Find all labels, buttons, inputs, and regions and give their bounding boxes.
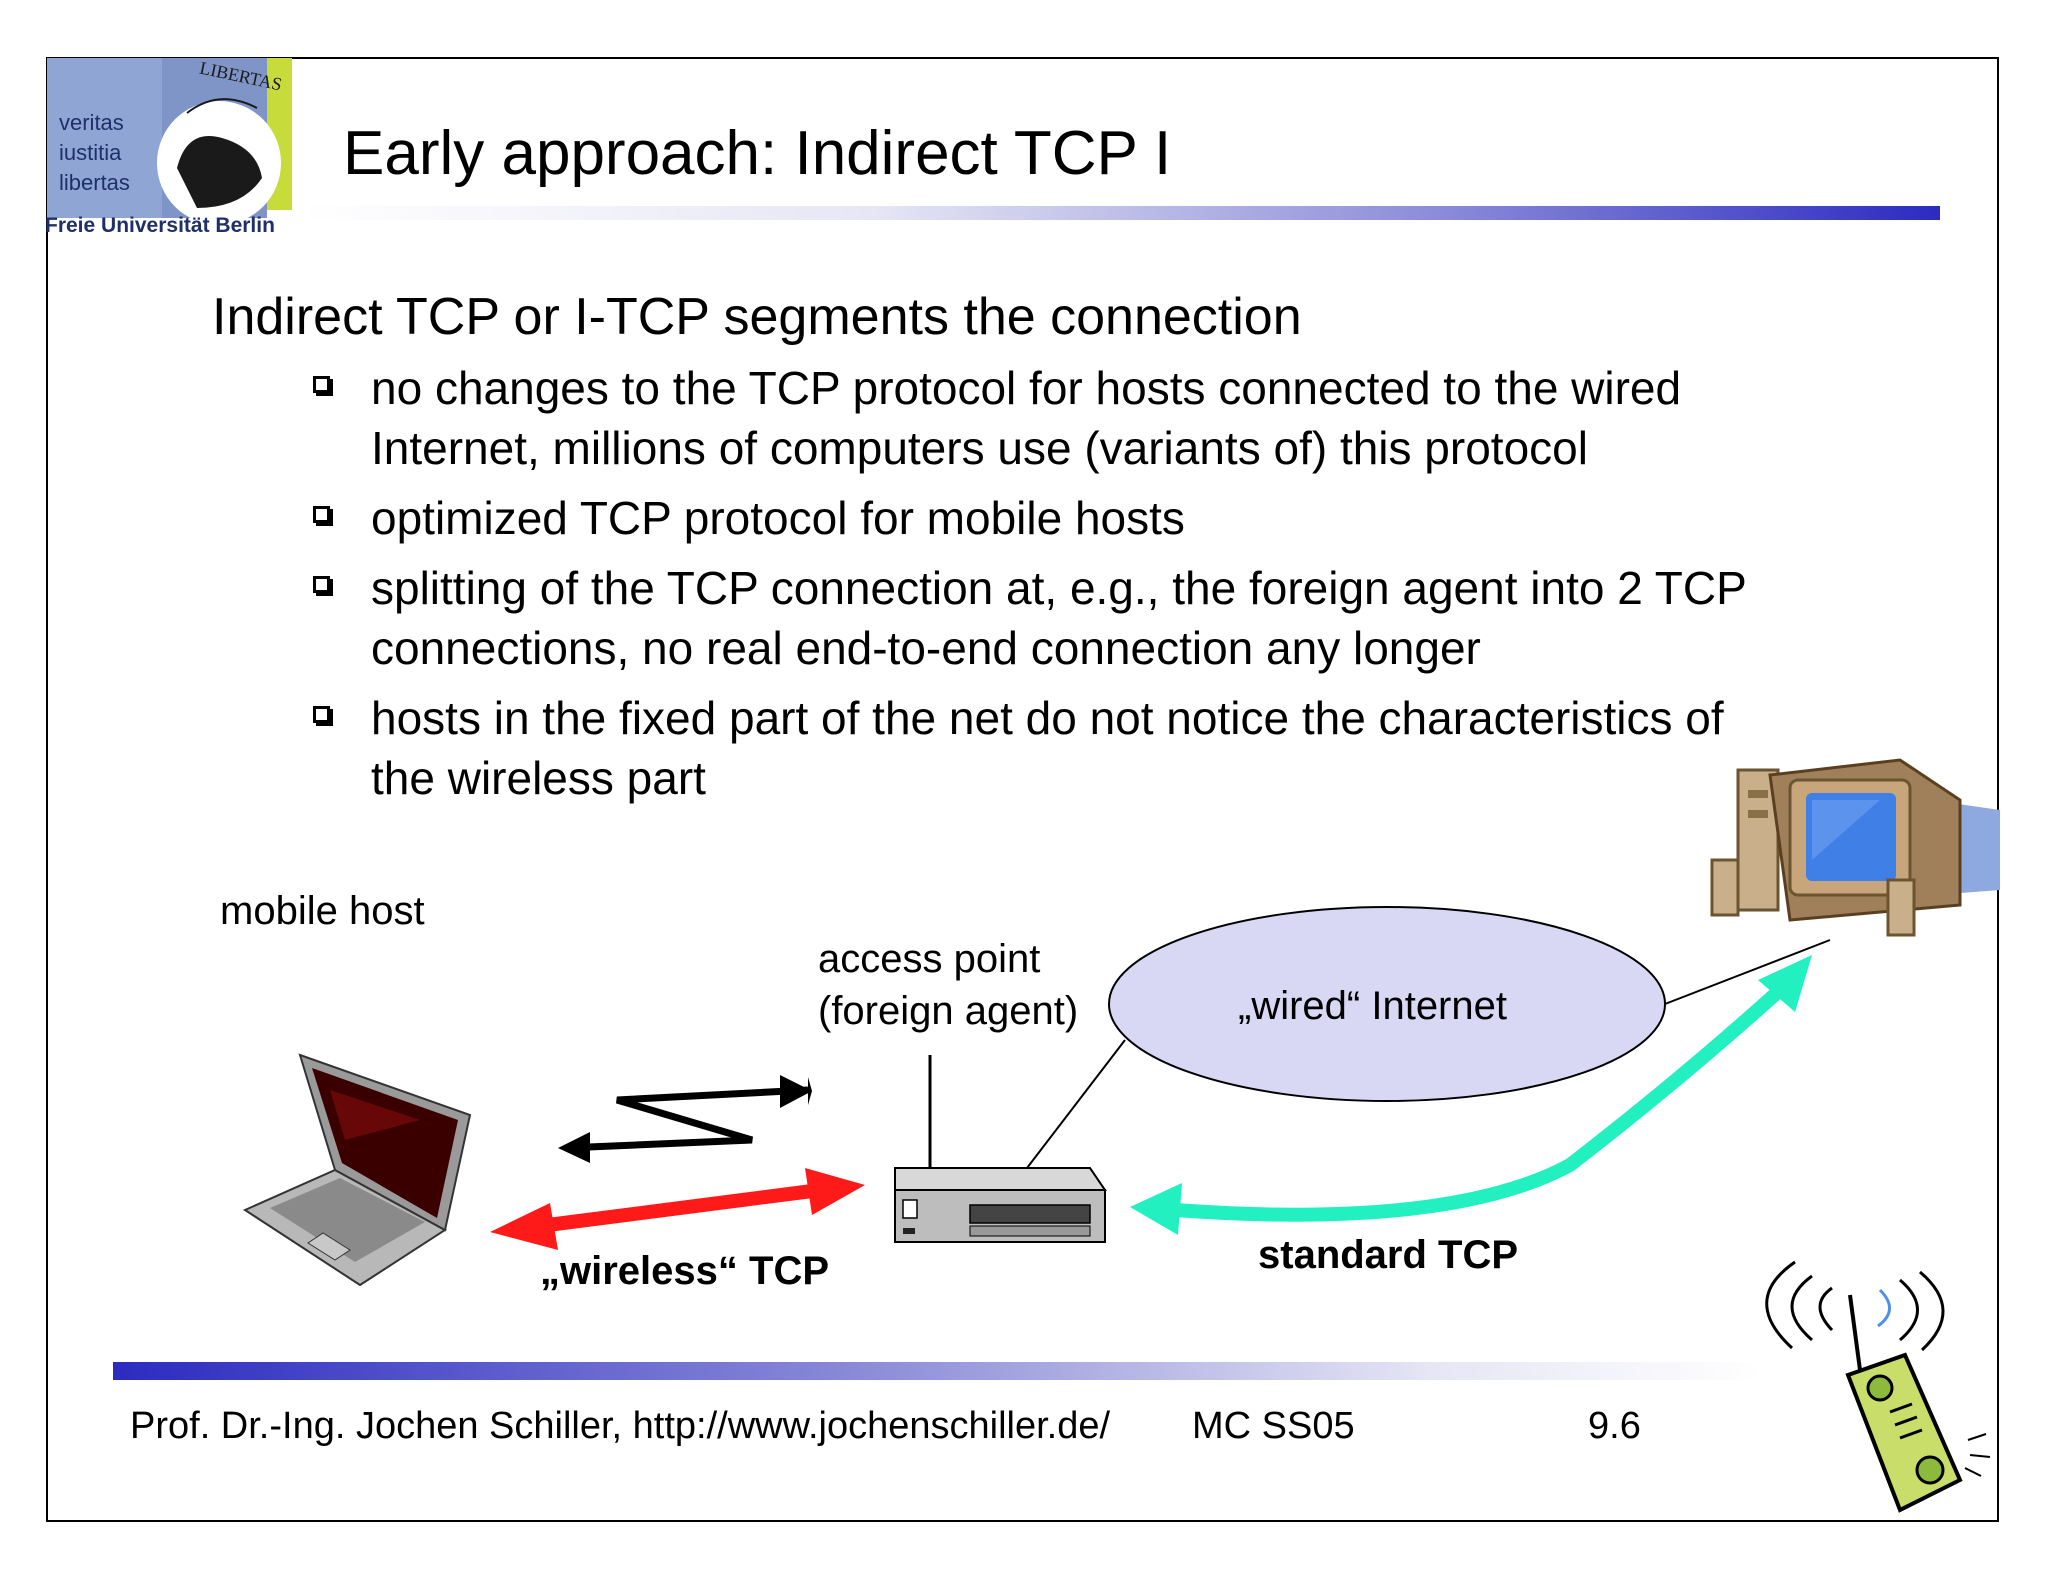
- bullet-2-line-1: optimized TCP protocol for mobile hosts: [371, 492, 1185, 544]
- desktop-computer-icon: [1710, 758, 2000, 937]
- bullet-4-line-1: hosts in the fixed part of the net do no…: [371, 692, 1724, 744]
- access-point-label-1: access point: [818, 937, 1041, 981]
- logo-motto-3: libertas: [59, 170, 130, 195]
- logo-motto-1: veritas: [59, 110, 124, 135]
- bullet-box-icon: [313, 376, 330, 393]
- bullet-box-icon: [313, 576, 330, 593]
- footer-course: MC SS05: [1192, 1405, 1355, 1447]
- logo-institution: Freie Universität Berlin: [45, 214, 275, 237]
- lead-text: Indirect TCP or I-TCP segments the conne…: [212, 288, 1302, 346]
- bullet-box-icon: [313, 506, 330, 523]
- footer-author: Prof. Dr.-Ing. Jochen Schiller, http://w…: [130, 1405, 1111, 1447]
- internet-label: „wired“ Internet: [1238, 984, 1507, 1028]
- bullet-3-line-1: splitting of the TCP connection at, e.g.…: [371, 562, 1747, 614]
- slide-title: Early approach: Indirect TCP I: [343, 119, 1172, 188]
- logo-motto-2: iustitia: [59, 140, 122, 165]
- access-point-label-2: (foreign agent): [818, 989, 1079, 1033]
- bullet-box-icon: [313, 706, 330, 723]
- bullet-3-line-2: connections, no real end-to-end connecti…: [371, 622, 1481, 674]
- footer-page-number: 9.6: [1588, 1405, 1641, 1447]
- zigzag-arrowhead-right: [780, 1075, 812, 1108]
- wireless-tcp-arrow: [490, 1168, 865, 1250]
- mobile-phone-icon: [1765, 1260, 1991, 1513]
- internet-to-host-link: [1664, 939, 1831, 1005]
- university-logo: veritas iustitia libertas LIBERTAS Freie…: [45, 58, 292, 238]
- zigzag-arrowhead-left: [558, 1132, 590, 1163]
- wireless-tcp-label: „wireless“ TCP: [540, 1249, 830, 1293]
- standard-tcp-label: standard TCP: [1258, 1233, 1519, 1277]
- mobile-host-label: mobile host: [220, 889, 425, 933]
- bullet-1-line-1: no changes to the TCP protocol for hosts…: [371, 362, 1682, 414]
- access-point-icon: [894, 1055, 1107, 1243]
- footer-rule: [113, 1362, 1763, 1380]
- standard-tcp-arrow: [1130, 955, 1812, 1235]
- bullet-4-line-2: the wireless part: [371, 752, 706, 804]
- title-rule: [300, 206, 1940, 220]
- radio-link-zigzag-arrow: [564, 1086, 809, 1152]
- bullet-1-line-2: Internet, millions of computers use (var…: [371, 422, 1588, 474]
- slide-frame: [46, 57, 1999, 1522]
- ap-to-internet-link: [1026, 1039, 1126, 1169]
- laptop-icon: [242, 1053, 472, 1287]
